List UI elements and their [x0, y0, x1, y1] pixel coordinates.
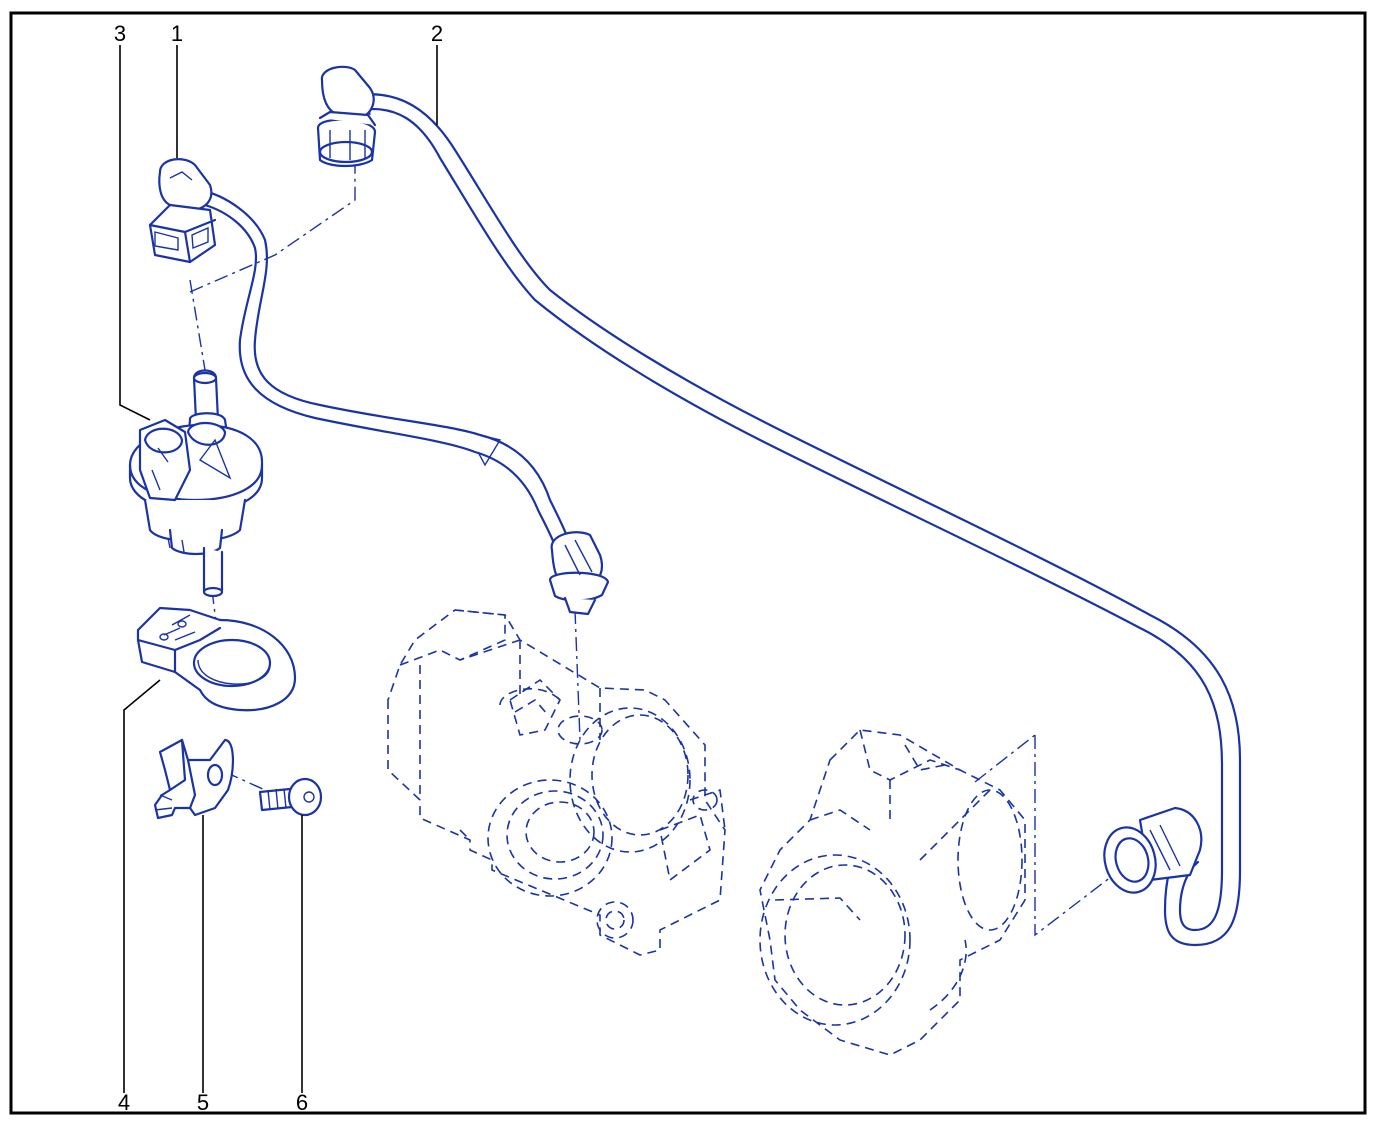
- part-1-top-connector: [148, 158, 217, 264]
- callout-5: 5: [197, 1090, 209, 1115]
- callout-6: 6: [296, 1090, 308, 1115]
- callout-leaders: [119, 45, 438, 1093]
- part-1-bottom-connector: [548, 531, 610, 616]
- part-2-top-connector: [316, 65, 377, 168]
- part-3-valve: [128, 369, 264, 598]
- part-4-bracket: [136, 606, 297, 712]
- part-2-long-hose: [344, 89, 1242, 947]
- callout-2: 2: [431, 21, 443, 46]
- callout-3: 3: [114, 21, 126, 46]
- part-2-bottom-connector: [1103, 806, 1203, 894]
- part-1-short-hose: [198, 188, 577, 567]
- ghost-throttle-body-right: [759, 729, 1026, 1056]
- callout-4: 4: [118, 1090, 130, 1115]
- part-6-screw: [258, 777, 323, 817]
- ghost-throttle-body-center: [387, 609, 726, 956]
- diagram-border: [9, 11, 1367, 1115]
- part-5-clip: [153, 738, 234, 820]
- callout-1: 1: [171, 21, 183, 46]
